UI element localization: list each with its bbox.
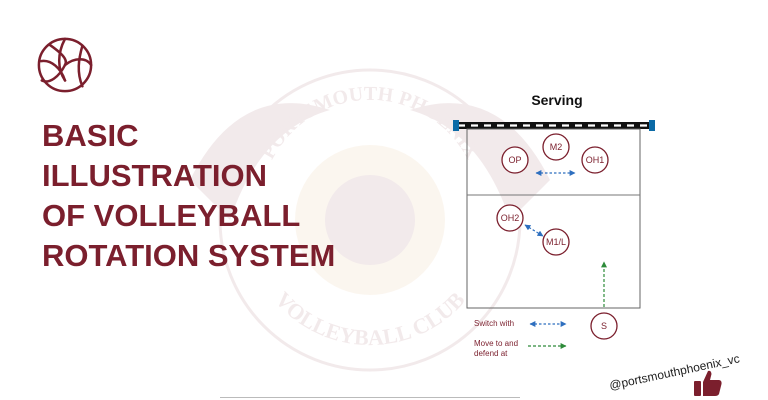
player-s: S [590, 312, 618, 340]
player-oh2: OH2 [496, 204, 524, 232]
player-oh1: OH1 [581, 146, 609, 174]
volleyball-court-diagram: OP M2 OH1 OH2 M1/L S Switch with Move to… [453, 120, 655, 358]
player-label: OH2 [501, 213, 520, 223]
player-op: OP [501, 146, 529, 174]
watermark-bottom-text: VOLLEYBALL CLUB [270, 287, 469, 351]
player-m1-l: M1/L [542, 228, 570, 256]
svg-text:VOLLEYBALL CLUB: VOLLEYBALL CLUB [270, 287, 469, 351]
title-line: ROTATION SYSTEM [42, 238, 336, 273]
title-line: ILLUSTRATION [42, 158, 268, 193]
legend-move-label-line1: Move to and [474, 339, 518, 348]
legend-switch-label: Switch with [474, 319, 514, 328]
legend-move-label-line2: defend at [474, 349, 508, 358]
player-label: OH1 [586, 155, 605, 165]
divider [220, 397, 520, 398]
club-crest-watermark: PORTSMOUTH PHOENIX VOLLEYBALL CLUB [190, 68, 550, 372]
player-m2: M2 [542, 133, 570, 161]
player-label: OP [508, 155, 521, 165]
title-line: BASIC [42, 118, 139, 153]
net [453, 120, 655, 131]
thumbs-up-icon [694, 370, 722, 396]
court-outline [466, 128, 641, 309]
switch-arrow [524, 224, 544, 237]
player-label: S [601, 321, 607, 331]
court-heading: Serving [531, 92, 583, 108]
title-line: OF VOLLEYBALL [42, 198, 301, 233]
page-title: BASIC ILLUSTRATION OF VOLLEYBALL ROTATIO… [42, 116, 335, 276]
player-label: M1/L [546, 237, 566, 247]
volleyball-icon [37, 37, 93, 93]
player-label: M2 [550, 142, 563, 152]
